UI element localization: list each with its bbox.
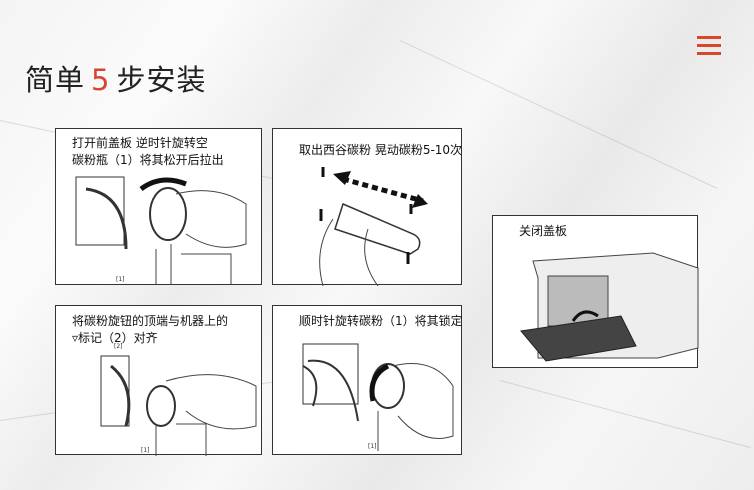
step-5-panel: 顺时针旋转碳粉（1）将其锁定 [1]: [272, 305, 463, 455]
step-2-panel: 取出西谷碳粉 晃动碳粉5-10次: [272, 128, 463, 286]
shake-toner-illustration: [319, 167, 428, 286]
step-1-panel: 打开前盖板 逆时针旋转空碳粉瓶（1）将其松开后拉出 [1]: [55, 128, 262, 285]
step-5-caption: 顺时针旋转碳粉（1）将其锁定: [299, 314, 463, 328]
close-cover-illustration: [520, 252, 699, 362]
step-3-caption: 关闭盖板: [519, 224, 568, 238]
step-3-panel: 关闭盖板: [492, 215, 699, 368]
hamburger-icon[interactable]: [697, 36, 721, 55]
align-toner-illustration: [2] [1]: [100, 343, 257, 456]
title-prefix: 简单: [25, 63, 86, 97]
title-number: 5: [91, 63, 111, 97]
step-2-caption: 取出西谷碳粉 晃动碳粉5-10次: [299, 143, 463, 157]
svg-text:[1]: [1]: [116, 276, 125, 283]
step-4-caption: 将碳粉旋钮的顶端与机器上的▿标记（2）对齐: [72, 314, 229, 345]
svg-text:[1]: [1]: [368, 443, 377, 450]
svg-text:[1]: [1]: [141, 447, 150, 454]
svg-text:[2]: [2]: [114, 343, 123, 350]
lock-toner-illustration: [1]: [302, 343, 454, 451]
toner-removal-illustration: [1]: [75, 176, 247, 284]
title-suffix: 步安装: [116, 63, 207, 97]
step-1-caption: 打开前盖板 逆时针旋转空碳粉瓶（1）将其松开后拉出: [72, 136, 224, 167]
step-4-panel: 将碳粉旋钮的顶端与机器上的▿标记（2）对齐 [2] [1]: [55, 305, 262, 456]
